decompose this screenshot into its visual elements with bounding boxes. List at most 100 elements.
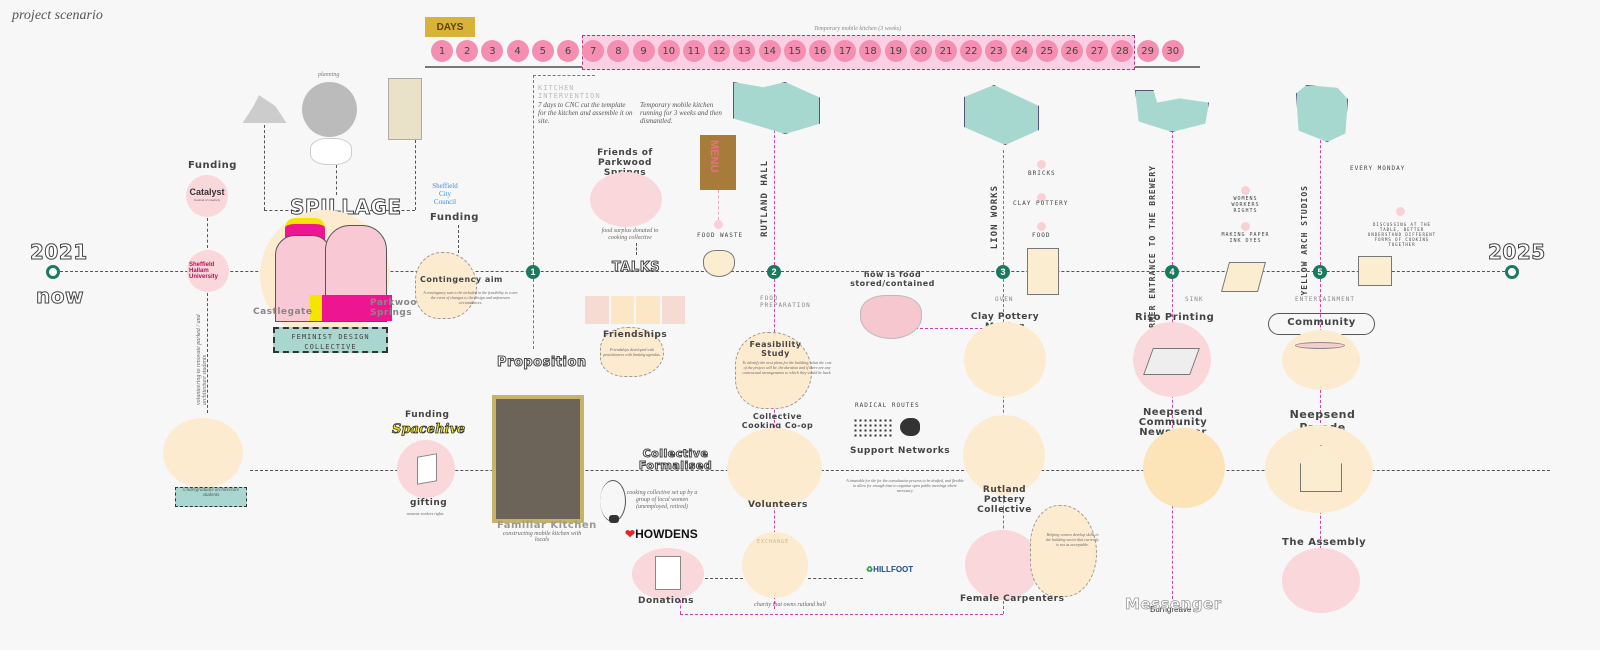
stage-node-4[interactable]: 4 (1165, 265, 1179, 279)
kitchen-intervention-note-1: 7 days to CNC cut the template for the k… (538, 101, 633, 125)
day-29[interactable]: 29 (1136, 40, 1159, 62)
day-24[interactable]: 24 (1010, 40, 1033, 62)
radical-routes-label: RADICAL ROUTES (855, 402, 920, 409)
plug-icon (609, 515, 619, 523)
flipchart-image (388, 78, 422, 140)
start-label: now (36, 284, 84, 309)
funding-label-2: Funding (430, 212, 479, 223)
stage-node-3[interactable]: 3 (996, 265, 1010, 279)
day-25[interactable]: 25 (1035, 40, 1058, 62)
messenger-logo: Messenger (1125, 595, 1222, 614)
friendships-cloud (600, 327, 664, 377)
oven-label: OVEN (995, 296, 1014, 303)
day-9[interactable]: 9 (632, 40, 655, 62)
bricks-label: BRICKS (1028, 170, 1056, 177)
model-image (242, 95, 287, 123)
connector (207, 218, 208, 248)
day-7[interactable]: 7 (582, 40, 605, 62)
stage3-path (1003, 150, 1004, 265)
spacehive-logo: Spacehive (392, 422, 466, 438)
day-20[interactable]: 20 (909, 40, 932, 62)
main-timeline (60, 271, 1510, 272)
day-26[interactable]: 26 (1061, 40, 1083, 62)
day-28[interactable]: 28 (1111, 40, 1134, 62)
discussing-label: DISCUSSING AT THE TABLE, BETTER UNDERSTA… (1367, 222, 1437, 247)
stored-label: how is food stored/contained (850, 270, 935, 288)
day-3[interactable]: 3 (481, 40, 504, 62)
point-dot (1037, 160, 1046, 169)
howdens-logo: ❤HOWDENS (625, 527, 698, 541)
day-13[interactable]: 13 (733, 40, 756, 62)
volunteering-note: volunteering to renovate parked / and ar… (196, 314, 208, 405)
familiar-kitchen-note: constructing mobile kitchen with locals (502, 531, 582, 543)
day-21[interactable]: 21 (935, 40, 957, 62)
day-4[interactable]: 4 (506, 40, 529, 62)
day-15[interactable]: 15 (783, 40, 806, 62)
point-dot (1037, 222, 1046, 231)
collective-formalised-label: Collective Formalised (638, 447, 713, 472)
gifting-label: gifting (410, 498, 448, 508)
friendships-note: Friendships developed with practitioners… (603, 347, 661, 357)
portrait (610, 296, 634, 324)
day-22[interactable]: 22 (960, 40, 983, 62)
day-10[interactable]: 10 (657, 40, 680, 62)
kitchen-intervention-heading: KITCHEN INTERVENTION (538, 84, 601, 100)
day-14[interactable]: 14 (758, 40, 781, 62)
day-11[interactable]: 11 (683, 40, 705, 62)
day-5[interactable]: 5 (531, 40, 554, 62)
stage1-path (533, 75, 534, 265)
carpenters-label: Female Carpenters (960, 594, 1065, 604)
talks-label: TALKS (611, 260, 661, 276)
friends-drawing (590, 172, 662, 227)
portrait (585, 296, 609, 324)
day-8[interactable]: 8 (607, 40, 630, 62)
gifting-note: womens workers rights (406, 511, 444, 516)
stage-node-1[interactable]: 1 (526, 265, 540, 279)
day-18[interactable]: 18 (859, 40, 882, 62)
day-6[interactable]: 6 (557, 40, 579, 62)
rights-label: WOMENS WORKERS RIGHTS (1231, 196, 1260, 214)
funding-label-3: Funding (405, 410, 450, 420)
day-16[interactable]: 16 (809, 40, 831, 62)
connector (808, 578, 863, 579)
cabinet-icon (655, 556, 681, 590)
day-17[interactable]: 17 (834, 40, 857, 62)
castlegate-label: Castlegate (253, 307, 313, 317)
yellow-arch-building (1296, 85, 1348, 142)
day-1[interactable]: 1 (431, 40, 453, 62)
day-30[interactable]: 30 (1161, 40, 1184, 62)
charity-note: charity that owns rutland hall (754, 602, 826, 608)
food-waste-drawing (703, 250, 735, 277)
volunteers-drawing (727, 428, 822, 508)
stage-node-5[interactable]: 5 (1313, 265, 1327, 279)
rutland-pottery-drawing (963, 415, 1045, 495)
lunch-table-drawing (1282, 330, 1360, 390)
funding-label-1: Funding (188, 160, 237, 171)
start-node[interactable] (46, 265, 60, 279)
table-icon (1295, 342, 1345, 349)
entertainment-label: ENTERTAINMENT (1295, 296, 1355, 303)
howdens-text: HOWDENS (635, 527, 698, 541)
day-23[interactable]: 23 (985, 40, 1008, 62)
day-2[interactable]: 2 (456, 40, 479, 62)
day-19[interactable]: 19 (884, 40, 907, 62)
menu-text: MENU (708, 140, 720, 173)
collective-label: FEMINIST DESIGN COLLECTIVE (273, 327, 388, 353)
assembly-label: The Assembly (1282, 537, 1367, 548)
connector (336, 165, 337, 195)
rutland-hall-building (733, 82, 820, 134)
table-box-drawing (1358, 256, 1392, 286)
end-node[interactable] (1505, 265, 1519, 279)
bottom-path (680, 614, 1003, 615)
food-waste-label: FOOD WASTE (697, 232, 744, 239)
stage-node-2[interactable]: 2 (767, 265, 781, 279)
every-monday-label: EVERY MONDAY (1350, 165, 1406, 172)
hands-drawing (310, 138, 352, 165)
planning-laptop-image (302, 82, 357, 137)
day-27[interactable]: 27 (1086, 40, 1109, 62)
recycle-icon: ♻ (866, 565, 874, 574)
day-12[interactable]: 12 (708, 40, 731, 62)
contingency-label: Contingency aim (420, 275, 503, 284)
end-year: 2025 (1488, 240, 1546, 265)
point-dot (1037, 193, 1046, 202)
